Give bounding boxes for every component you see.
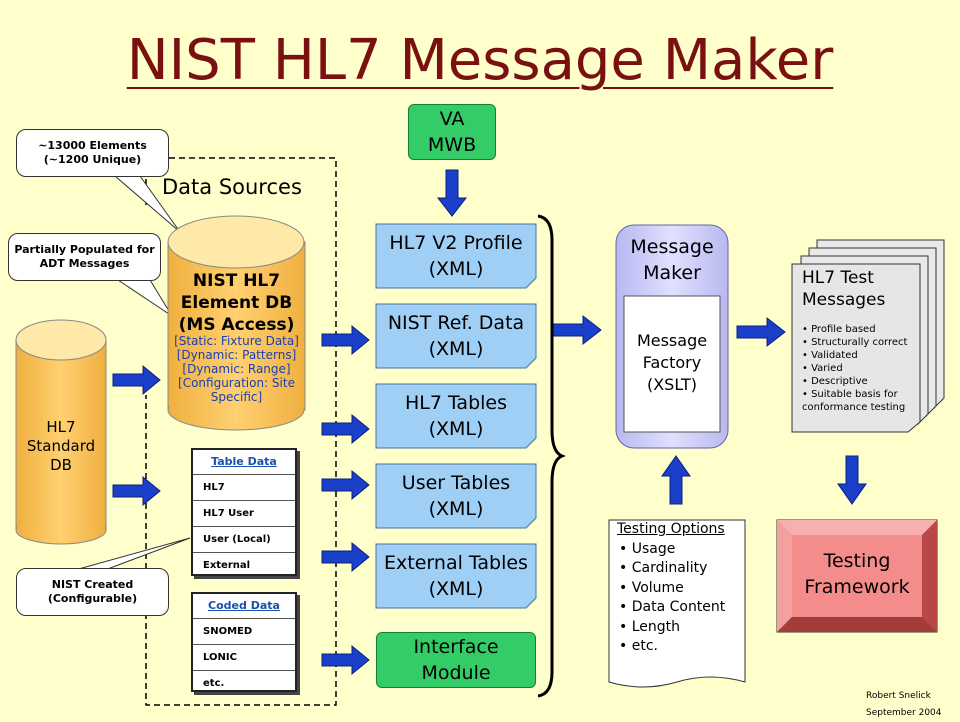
arrow-up-options [661,455,691,505]
xml-box-nist-ref: NIST Ref. Data (XML) [376,304,536,368]
table-data-panel: Table Data HL7 HL7 User User (Local) Ext… [191,448,297,576]
xml-box-label: NIST Ref. Data (XML) [387,312,525,360]
coded-data-header: Coded Data [193,594,295,619]
testing-options-list: Usage Cardinality Volume Data Content Le… [619,540,726,656]
arrow-to-test-messages [736,316,786,348]
page-title: NIST HL7 Message Maker [126,28,834,93]
list-item: Length [619,618,725,637]
coded-data-row: etc. [203,678,225,689]
list-item: Suitable basis for conformance testing [802,388,922,414]
hl7-standard-db-label: HL7 Standard DB [26,418,96,474]
element-db-details: [Static: Fixture Data] [Dynamic: Pattern… [174,334,299,404]
data-sources-label: Data Sources [162,175,302,199]
xml-box-label: External Tables (XML) [384,552,528,600]
list-item: Volume [619,579,725,598]
message-maker-title-text: Message Maker [630,236,714,284]
list-item: Descriptive [802,375,922,388]
testing-options-header: Testing Options [617,521,725,537]
credit-author: Robert Snelick [866,691,931,701]
arrow-hl7db-to-tables [112,475,161,507]
message-factory-label: Message Factory (XSLT) [636,331,708,394]
xml-brace [537,214,567,698]
test-messages-title: HL7 Test Messages [802,267,912,311]
table-data-row: External [203,560,251,571]
xml-box-label: User Tables (XML) [401,472,511,520]
coded-data-row: SNOMED [193,619,295,645]
message-maker-title: Message Maker [616,234,728,286]
va-mwb-box: VA MWB [408,104,496,160]
testing-framework-shape [776,519,938,633]
xml-box-hl7-profile: HL7 V2 Profile (XML) [376,224,536,288]
xml-box-user-tables: User Tables (XML) [376,464,536,528]
callout-partial: Partially Populated for ADT Messages [8,233,161,281]
table-data-row: HL7 User [193,501,295,527]
callout-tail-partial [116,279,173,317]
test-messages-list: Profile based Structurally correct Valid… [802,323,922,414]
credit: Robert Snelick September 2004 [866,688,942,722]
callout-elements: ~13000 Elements (~1200 Unique) [16,129,169,177]
list-item: Varied [802,362,922,375]
arrow-to-xml-4 [321,541,370,573]
interface-module-box: Interface Module [376,632,536,688]
xml-box-external-tables: External Tables (XML) [372,544,540,608]
xml-box-hl7-tables: HL7 Tables (XML) [376,384,536,448]
xml-box-label: HL7 V2 Profile (XML) [389,232,523,280]
testing-framework-label: Testing Framework [804,550,910,598]
coded-data-panel: Coded Data SNOMED LONIC etc. [191,592,297,692]
arrow-to-interface [321,644,370,676]
arrow-to-xml-2 [321,413,370,445]
arrow-va-down [436,169,468,217]
arrow-to-xml-1 [321,324,370,356]
coded-data-row: LONIC [193,645,295,671]
arrow-to-xml-3 [321,469,370,501]
credit-date: September 2004 [866,708,942,718]
test-messages-title-text: HL7 Test Messages [802,268,886,310]
element-db-cylinder [167,215,306,431]
element-db-title: NIST HL7 Element DB (MS Access) [178,271,295,335]
va-mwb-label: VA MWB [427,108,477,156]
list-item: Cardinality [619,559,725,578]
arrow-down-framework [837,455,867,505]
table-data-header: Table Data [193,450,295,475]
callout-tail-nist [74,537,191,571]
arrow-hl7db-to-elementdb [112,364,161,396]
list-item: etc. [619,637,725,656]
table-data-row: User (Local) [193,527,295,553]
interface-module-label: Interface Module [413,636,499,684]
message-factory-shape [623,295,721,433]
list-item: Profile based [802,323,922,336]
xml-box-label: HL7 Tables (XML) [404,392,508,440]
list-item: Data Content [619,598,726,617]
list-item: Validated [802,349,922,362]
callout-nist-created: NIST Created (Configurable) [16,568,169,616]
arrow-to-message-maker [552,314,602,346]
table-data-row: HL7 [193,475,295,501]
hl7-standard-db-cylinder [15,319,107,545]
list-item: Structurally correct [802,336,922,349]
list-item: Usage [619,540,725,559]
xml-doc-shapes [375,223,537,609]
